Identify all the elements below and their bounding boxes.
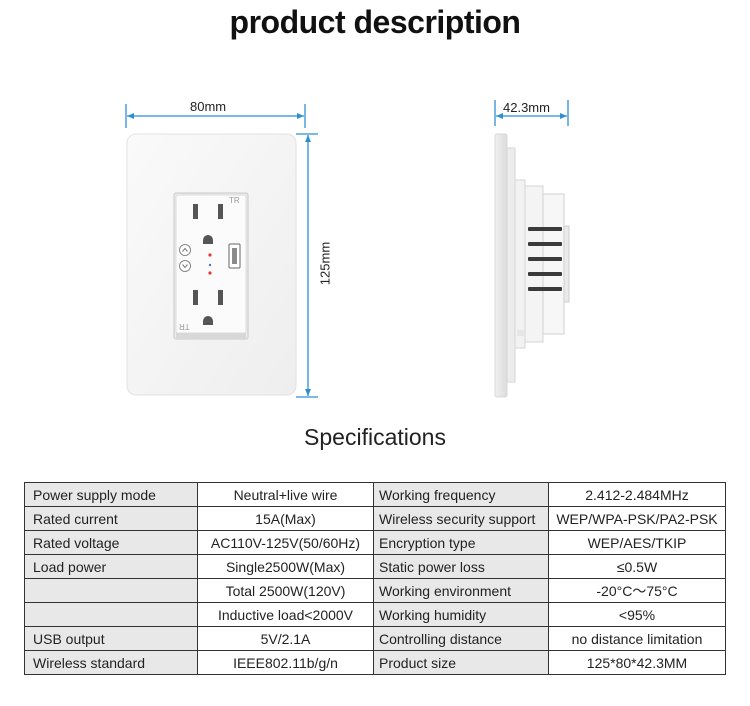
table-row: Power supply mode Neutral+live wire Work… bbox=[24, 482, 726, 507]
outlet-front-view bbox=[126, 133, 297, 396]
spec-label: Wireless security support bbox=[373, 506, 549, 531]
spec-value: Inductive load<2000V bbox=[197, 602, 374, 627]
depth-dimension-label: 42.3mm bbox=[503, 100, 550, 115]
spec-label: Encryption type bbox=[373, 530, 549, 555]
down-button-icon bbox=[179, 260, 191, 272]
table-row: Total 2500W(120V) Working environment -2… bbox=[24, 578, 726, 603]
table-row: Inductive load<2000V Working humidity <9… bbox=[24, 602, 726, 627]
spec-value: ≤0.5W bbox=[548, 554, 726, 579]
spec-label: Static power loss bbox=[373, 554, 549, 579]
table-row: Load power Single2500W(Max) Static power… bbox=[24, 554, 726, 579]
specifications-table: Power supply mode Neutral+live wire Work… bbox=[24, 482, 726, 675]
spec-label bbox=[24, 578, 198, 603]
spec-value: 2.412-2.484MHz bbox=[548, 482, 726, 507]
outlet-mark-bottom: TR bbox=[179, 322, 190, 331]
up-button-icon bbox=[179, 244, 191, 256]
table-row: Rated voltage AC110V-125V(50/60Hz) Encry… bbox=[24, 530, 726, 555]
spec-value: Neutral+live wire bbox=[197, 482, 374, 507]
spec-label bbox=[24, 602, 198, 627]
height-dimension-line bbox=[296, 133, 318, 398]
spec-value: WEP/WPA-PSK/PA2-PSK bbox=[548, 506, 726, 531]
spec-label: Load power bbox=[24, 554, 198, 579]
spec-value: AC110V-125V(50/60Hz) bbox=[197, 530, 374, 555]
spec-value: 15A(Max) bbox=[197, 506, 374, 531]
width-dimension-label: 80mm bbox=[190, 99, 227, 114]
spec-value: 5V/2.1A bbox=[197, 626, 374, 651]
specifications-title: Specifications bbox=[304, 424, 446, 450]
table-row: Rated current 15A(Max) Wireless security… bbox=[24, 506, 726, 531]
spec-value: 125*80*42.3MM bbox=[548, 650, 726, 675]
spec-label: Wireless standard bbox=[24, 650, 198, 675]
spec-label: Power supply mode bbox=[24, 482, 198, 507]
page-title: product description bbox=[229, 4, 521, 40]
spec-label: Working humidity bbox=[373, 602, 549, 627]
spec-label: Product size bbox=[373, 650, 549, 675]
spec-value: <95% bbox=[548, 602, 726, 627]
spec-value: -20°C～75°C bbox=[548, 578, 726, 603]
outlet-side-view bbox=[494, 133, 570, 398]
depth-dimension-line bbox=[494, 100, 569, 126]
spec-value: IEEE802.11b/g/n bbox=[197, 650, 374, 675]
product-drawing bbox=[125, 100, 570, 398]
spec-value: Single2500W(Max) bbox=[197, 554, 374, 579]
spec-label: Rated current bbox=[24, 506, 198, 531]
spec-label: USB output bbox=[24, 626, 198, 651]
width-dimension-line bbox=[125, 104, 306, 128]
spec-value: Total 2500W(120V) bbox=[197, 578, 374, 603]
height-dimension-label: 125mm bbox=[317, 241, 333, 286]
table-row: Wireless standard IEEE802.11b/g/n Produc… bbox=[24, 650, 726, 675]
spec-value: WEP/AES/TKIP bbox=[548, 530, 726, 555]
spec-value: no distance limitation bbox=[548, 626, 726, 651]
spec-label: Controlling distance bbox=[373, 626, 549, 651]
spec-label: Working environment bbox=[373, 578, 549, 603]
outlet-mark-top: TR bbox=[229, 196, 240, 205]
table-row: USB output 5V/2.1A Controlling distance … bbox=[24, 626, 726, 651]
spec-label: Working frequency bbox=[373, 482, 549, 507]
spec-label: Rated voltage bbox=[24, 530, 198, 555]
